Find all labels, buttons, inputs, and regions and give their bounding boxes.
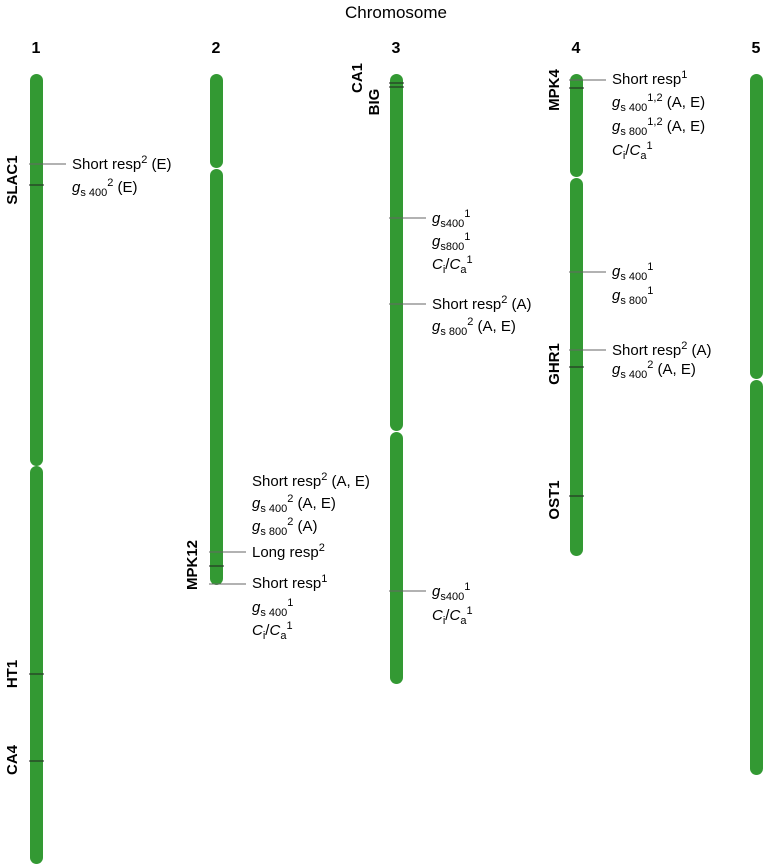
qtl-c3-gs800: gs8001 [432, 231, 470, 253]
qtl-c2-short-resp: Short resp2 (A, E) [252, 471, 370, 490]
qtl-c3-gs800-2: gs 8002 (A, E) [432, 316, 516, 338]
qtl-c2-gs400-1: gs 4001 [252, 597, 293, 619]
chromosome-number-5: 5 [752, 40, 761, 57]
qtl-c4-short-resp: Short resp1 [612, 69, 687, 88]
qtl-c2-gs800: gs 8002 (A) [252, 516, 318, 538]
qtl-c3-gs400: gs4001 [432, 208, 470, 230]
chromosome-2-arm-upper [210, 74, 223, 168]
qtl-c2-short-resp-1: Short resp1 [252, 573, 327, 592]
qtl-c4-gs400-2: gs 4002 (A, E) [612, 359, 696, 381]
qtl-c4-gs800-b: gs 8001 [612, 285, 653, 307]
qtl-c3-gs400-b: gs4001 [432, 581, 470, 603]
gene-mpk12: MPK12 [184, 540, 201, 590]
gene-ca1: CA1 [349, 63, 366, 93]
chromosome-number-2: 2 [212, 40, 221, 57]
qtl-c1-short-resp: Short resp2 (E) [72, 154, 172, 173]
chromosome-3-arm-upper [390, 74, 403, 431]
qtl-c2-gs400: gs 4002 (A, E) [252, 493, 336, 515]
chromosome-2-arm-lower [210, 169, 223, 585]
chromosome-number-4: 4 [572, 40, 581, 57]
qtl-c3-short-resp: Short resp2 (A) [432, 294, 532, 313]
gene-ghr1: GHR1 [546, 343, 563, 385]
chromosome-3-arm-lower [390, 432, 403, 684]
chromosome-5-arm-upper [750, 74, 763, 379]
chromosome-5-arm-lower [750, 380, 763, 775]
gene-big: BIG [366, 89, 383, 116]
qtl-c4-gs400: gs 4001,2 (A, E) [612, 92, 705, 114]
figure-title: Chromosome [345, 3, 447, 22]
gene-slac1: SLAC1 [4, 155, 21, 204]
qtl-c4-gs400-b: gs 4001 [612, 261, 653, 283]
qtl-c4-short-resp-2: Short resp2 (A) [612, 340, 712, 359]
gene-ca4: CA4 [4, 744, 21, 775]
qtl-c4-ci-ca: Ci/Ca1 [612, 140, 653, 162]
chromosome-number-3: 3 [392, 40, 401, 57]
chromosome-number-1: 1 [32, 40, 41, 57]
qtl-c3-ci-ca: Ci/Ca1 [432, 254, 473, 276]
gene-mpk4: MPK4 [546, 69, 563, 111]
gene-ticks [29, 82, 584, 762]
qtl-c3-ci-ca-b: Ci/Ca1 [432, 605, 473, 627]
qtl-c2-ci-ca: Ci/Ca1 [252, 620, 293, 642]
chromosome-4-arm-upper [570, 74, 583, 177]
chromosome-1-arm-lower [30, 466, 43, 864]
qtl-c1-gs400: gs 4002 (E) [72, 177, 138, 199]
qtl-c2-long-resp: Long resp2 [252, 542, 325, 561]
qtl-c4-gs800: gs 8001,2 (A, E) [612, 116, 705, 138]
gene-ht1: HT1 [4, 660, 21, 688]
chromosome-bars [30, 74, 763, 864]
qtl-leaders [29, 79, 606, 592]
gene-ost1: OST1 [546, 480, 563, 519]
chromosome-1-arm-upper [30, 74, 43, 466]
